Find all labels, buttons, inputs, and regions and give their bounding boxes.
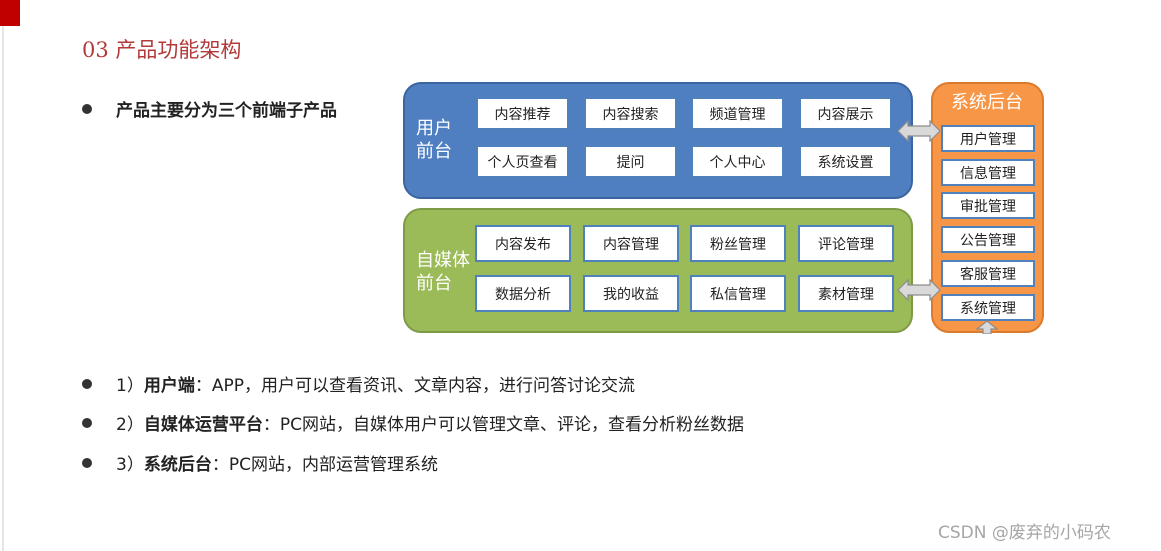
media-front-item: 素材管理 [798, 275, 894, 312]
bullet-bold: 用户端 [143, 376, 195, 396]
bullet-rest: ：PC网站，自媒体用户可以管理文章、评论，查看分析粉丝数据 [262, 415, 744, 435]
user-front-item: 内容搜索 [584, 97, 677, 130]
media-front-item: 评论管理 [798, 225, 894, 262]
media-front-label: 自媒体 前台 [416, 249, 470, 295]
media-front-item: 粉丝管理 [690, 225, 786, 262]
left-divider [2, 26, 4, 551]
bullet-prefix: 1） [116, 376, 144, 396]
media-front-item: 私信管理 [690, 275, 786, 312]
bullet-bold: 系统后台 [143, 455, 212, 475]
user-front-item: 内容展示 [799, 97, 892, 130]
backend-title: 系统后台 [951, 92, 1023, 113]
user-front-item: 内容推荐 [476, 97, 569, 130]
user-front-item: 提问 [584, 145, 677, 178]
backend-item: 客服管理 [941, 260, 1035, 287]
user-front-label: 用户 前台 [416, 117, 452, 163]
bullet-prefix: 2） [116, 415, 144, 435]
backend-item: 系统管理 [941, 294, 1035, 321]
section-title: 03 产品功能架构 [82, 38, 242, 62]
backend-item: 公告管理 [941, 226, 1035, 253]
media-front-item: 数据分析 [475, 275, 571, 312]
double-arrow-icon [897, 120, 941, 142]
bullet-dot-icon [82, 379, 92, 389]
media-front-label-line1: 自媒体 [416, 250, 470, 271]
media-front-label-line2: 前台 [416, 273, 452, 294]
backend-item: 审批管理 [941, 192, 1035, 219]
bullet-rest: ：APP，用户可以查看资讯、文章内容，进行问答讨论交流 [194, 376, 635, 396]
backend-item: 信息管理 [941, 159, 1035, 186]
watermark: CSDN @废弃的小码农 [938, 523, 1111, 543]
media-front-item: 我的收益 [583, 275, 679, 312]
user-front-item: 系统设置 [799, 145, 892, 178]
bullet-item: 2）自媒体运营平台：PC网站，自媒体用户可以管理文章、评论，查看分析粉丝数据 [82, 410, 744, 435]
backend-item: 用户管理 [941, 125, 1035, 152]
user-front-item: 个人中心 [691, 145, 784, 178]
user-front-label-line1: 用户 [416, 118, 452, 139]
intro-bullet: 产品主要分为三个前端子产品 [82, 96, 337, 121]
bullet-rest: ：PC网站，内部运营管理系统 [211, 455, 438, 475]
user-front-item: 个人页查看 [476, 145, 569, 178]
up-arrow-icon [976, 320, 998, 334]
bullet-dot-icon [82, 458, 92, 468]
bullet-item: 1）用户端：APP，用户可以查看资讯、文章内容，进行问答讨论交流 [82, 371, 635, 396]
accent-bar [0, 0, 20, 26]
double-arrow-icon [897, 279, 941, 301]
bullet-dot-icon [82, 418, 92, 428]
bullet-dot-icon [82, 104, 92, 114]
bullet-prefix: 3） [116, 455, 144, 475]
intro-text: 产品主要分为三个前端子产品 [116, 101, 337, 121]
media-front-item: 内容发布 [475, 225, 571, 262]
user-front-label-line2: 前台 [416, 141, 452, 162]
media-front-item: 内容管理 [583, 225, 679, 262]
user-front-item: 频道管理 [691, 97, 784, 130]
bullet-item: 3）系统后台：PC网站，内部运营管理系统 [82, 450, 438, 475]
bullet-bold: 自媒体运营平台 [143, 415, 263, 435]
